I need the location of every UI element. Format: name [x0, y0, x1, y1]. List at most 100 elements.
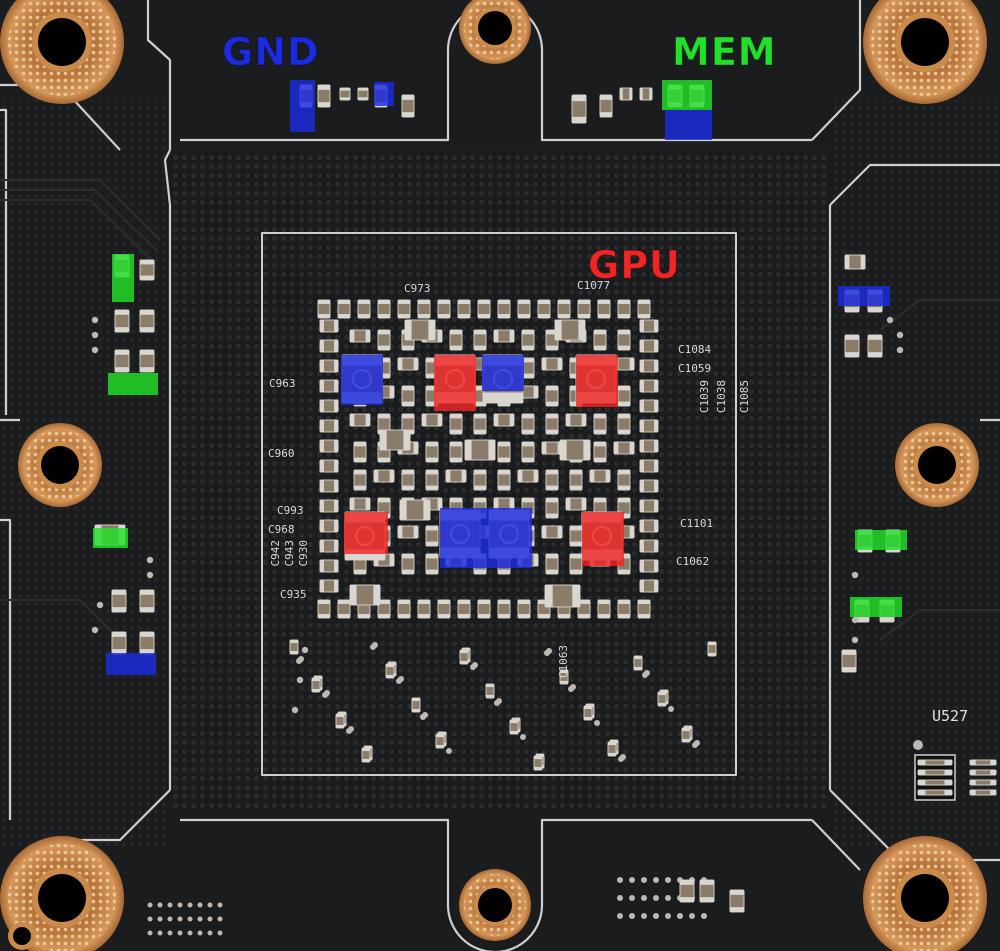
- solder-pad: [896, 331, 904, 339]
- solder-pad: [96, 601, 104, 609]
- silk-c1085: C1085: [738, 380, 751, 414]
- smd-capacitor: [699, 879, 715, 903]
- solder-pad: [629, 877, 635, 883]
- solder-pad: [157, 916, 163, 922]
- smd-capacitor: [565, 497, 587, 511]
- smd-capacitor: [541, 441, 563, 455]
- smd-capacitor: [477, 599, 491, 619]
- silk-c960: C960: [268, 447, 295, 460]
- solder-pad: [177, 902, 183, 908]
- smd-capacitor: [317, 599, 331, 619]
- smd-capacitor: [457, 599, 471, 619]
- smd-capacitor: [397, 599, 411, 619]
- smd-capacitor: [139, 589, 155, 613]
- solder-pad: [665, 877, 671, 883]
- smd-capacitor: [639, 479, 659, 493]
- solder-pad: [653, 913, 659, 919]
- smd-capacitor: [425, 525, 439, 547]
- smd-capacitor: [577, 599, 591, 619]
- smd-capacitor: [319, 519, 339, 533]
- smd-capacitor: [335, 713, 345, 729]
- solder-pad: [322, 692, 328, 698]
- smd-capacitor: [464, 439, 496, 461]
- smd-capacitor: [617, 299, 631, 319]
- smd-capacitor: [639, 539, 659, 553]
- solder-pad: [291, 706, 299, 714]
- mem-highlight: [108, 373, 158, 395]
- smd-capacitor: [449, 329, 463, 351]
- smd-capacitor: [613, 441, 635, 455]
- smd-capacitor: [565, 413, 587, 427]
- smd-capacitor: [373, 469, 395, 483]
- smd-capacitor: [639, 459, 659, 473]
- smd-capacitor: [337, 599, 351, 619]
- gnd-highlight: [838, 286, 890, 306]
- solder-pad: [207, 916, 213, 922]
- solder-pad: [594, 720, 600, 726]
- smd-capacitor: [537, 299, 551, 319]
- smd-capacitor: [639, 439, 659, 453]
- smd-capacitor: [319, 459, 339, 473]
- silk-c1062: C1062: [676, 555, 710, 568]
- smd-capacitor: [289, 639, 299, 655]
- smd-capacitor: [401, 553, 415, 575]
- solder-pad: [689, 913, 695, 919]
- solder-pad: [167, 916, 173, 922]
- solder-pad: [851, 636, 859, 644]
- smd-capacitor: [319, 499, 339, 513]
- smd-capacitor: [681, 727, 691, 743]
- solder-pad: [207, 902, 213, 908]
- solder-pad: [692, 742, 698, 748]
- solder-pad: [629, 895, 635, 901]
- mem-highlight: [855, 530, 907, 550]
- smd-capacitor: [353, 469, 367, 491]
- solder-pad: [665, 913, 671, 919]
- solder-pad: [665, 895, 671, 901]
- silk-c1101: C1101: [680, 517, 714, 530]
- solder-pad: [91, 346, 99, 354]
- silk-c968: C968: [268, 523, 295, 536]
- solder-pad: [677, 913, 683, 919]
- silk-u527: U527: [932, 707, 969, 725]
- ic-pin: [917, 769, 953, 776]
- solder-pad: [91, 626, 99, 634]
- solder-pad: [296, 676, 304, 684]
- smd-capacitor: [421, 413, 443, 427]
- smd-capacitor: [377, 299, 391, 319]
- gnd-highlight: [482, 355, 524, 391]
- smd-capacitor: [319, 359, 339, 373]
- smd-capacitor: [577, 299, 591, 319]
- silk-c1063: C1063: [557, 645, 570, 679]
- smd-capacitor: [607, 741, 617, 757]
- smd-capacitor: [517, 469, 539, 483]
- smd-capacitor: [449, 413, 463, 435]
- smd-capacitor: [399, 499, 431, 521]
- smd-capacitor: [425, 553, 439, 575]
- smd-capacitor: [509, 719, 519, 735]
- solder-pad: [653, 895, 659, 901]
- silk-c930: C930: [297, 540, 310, 567]
- gnd-highlight: [490, 508, 532, 568]
- smd-capacitor: [139, 349, 155, 373]
- smd-capacitor: [477, 299, 491, 319]
- smd-capacitor: [349, 413, 371, 427]
- silk-c1059: C1059: [678, 362, 712, 375]
- smd-capacitor: [639, 519, 659, 533]
- solder-pad: [420, 714, 426, 720]
- solder-pad: [370, 644, 376, 650]
- smd-capacitor: [637, 299, 651, 319]
- smd-capacitor: [521, 357, 535, 379]
- smd-capacitor: [417, 299, 431, 319]
- gnd-highlight: [290, 80, 315, 132]
- smd-capacitor: [417, 599, 431, 619]
- smd-capacitor: [597, 299, 611, 319]
- smd-capacitor: [593, 441, 607, 463]
- smd-capacitor: [459, 649, 469, 665]
- smd-capacitor: [545, 469, 559, 491]
- smd-capacitor: [599, 94, 613, 118]
- smd-capacitor: [485, 683, 495, 699]
- smd-capacitor: [569, 525, 583, 547]
- smd-capacitor: [569, 553, 583, 575]
- solder-pad: [886, 316, 894, 324]
- smd-capacitor: [559, 669, 569, 685]
